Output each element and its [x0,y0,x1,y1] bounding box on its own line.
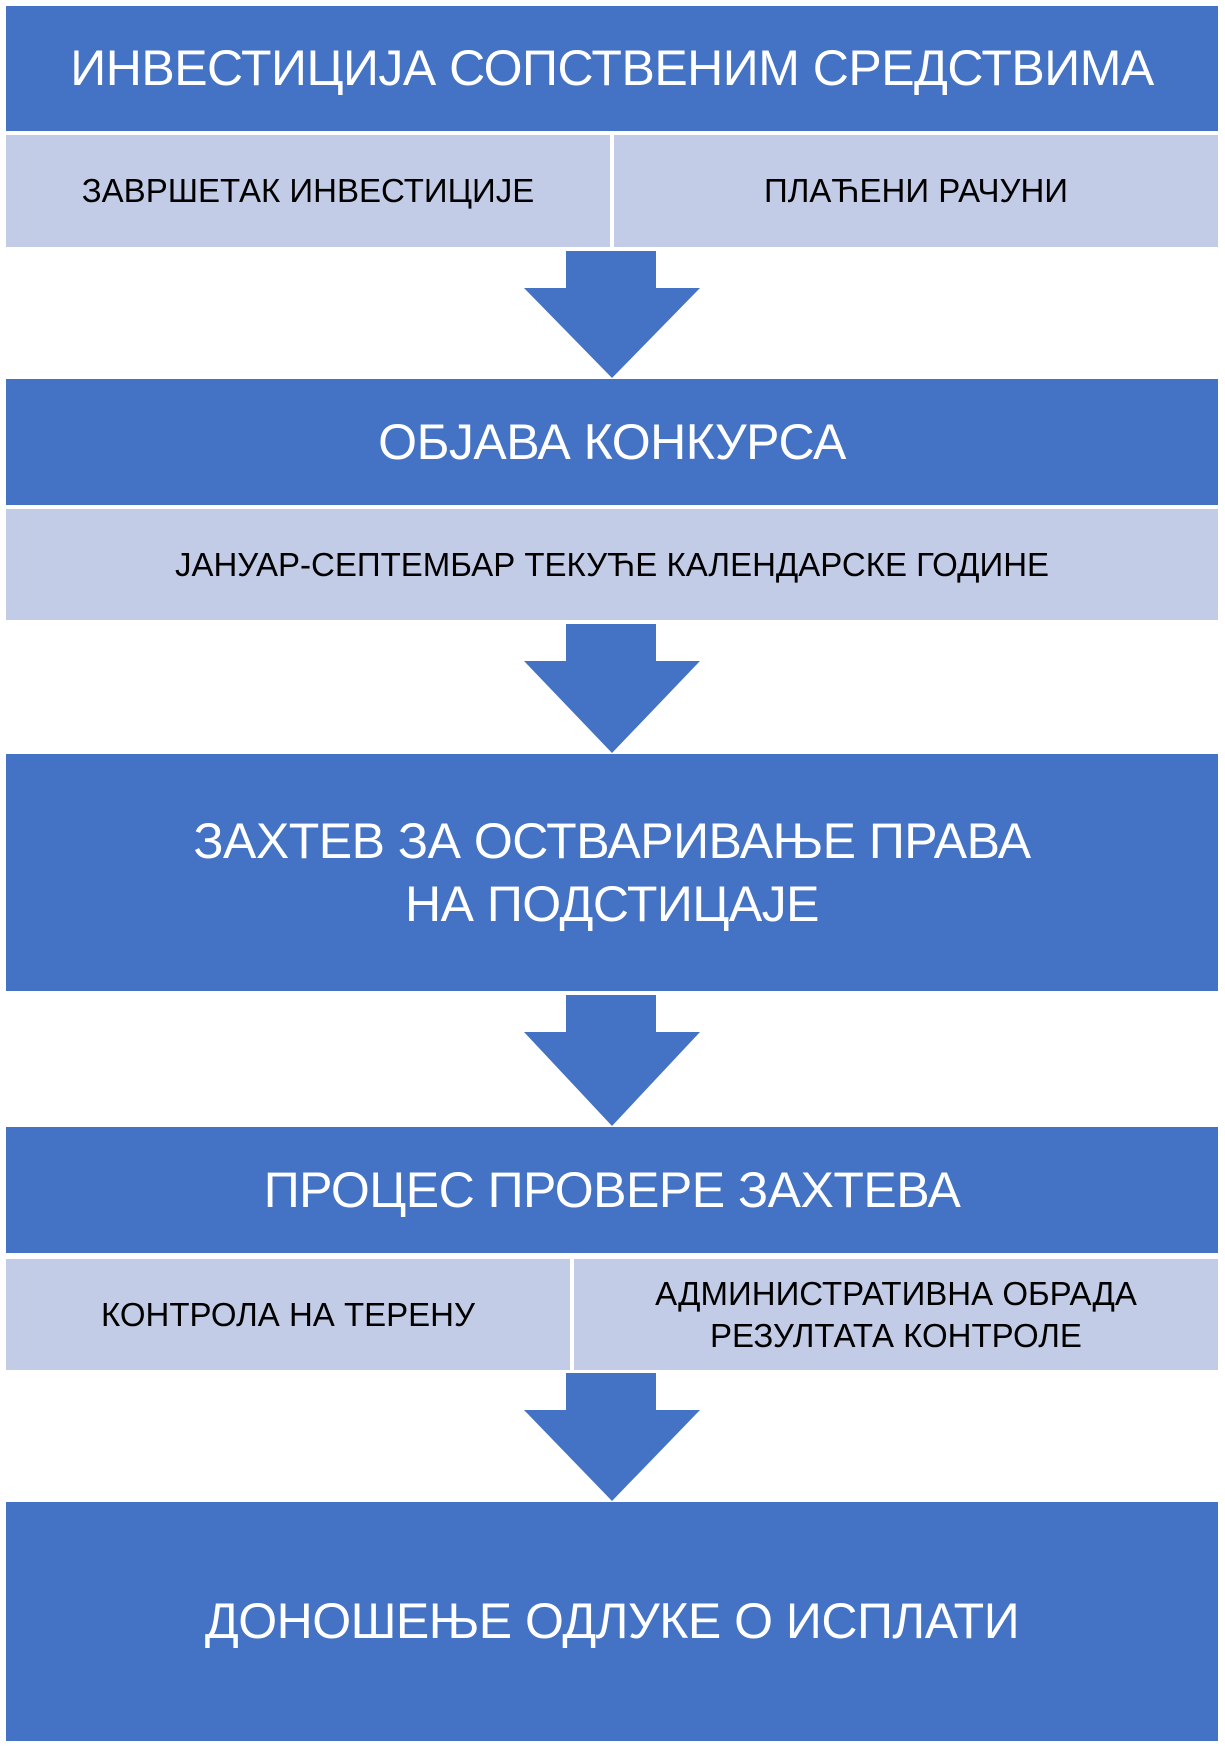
step-3-title: ЗАХТЕВ ЗА ОСТВАРИВАЊЕ ПРАВА НА ПОДСТИЦАЈ… [193,813,1031,932]
step-4-title: ПРОЦЕС ПРОВЕРЕ ЗАХТЕВА [263,1161,961,1218]
step-2-header: ОБЈАВА КОНКУРСА [6,379,1218,505]
down-arrow-icon [524,995,700,1126]
step-4-detail-1: КОНТРОЛА НА ТЕРЕНУ [6,1259,570,1370]
step-4-details: КОНТРОЛА НА ТЕРЕНУ АДМИНИСТРАТИВНА ОБРАД… [6,1259,1218,1370]
step-4-detail-2: АДМИНИСТРАТИВНА ОБРАДА РЕЗУЛТАТА КОНТРОЛ… [574,1259,1218,1370]
step-4-header: ПРОЦЕС ПРОВЕРЕ ЗАХТЕВА [6,1127,1218,1253]
step-2-title: ОБЈАВА КОНКУРСА [378,413,846,470]
step-1-details: ЗАВРШЕТАК ИНВЕСТИЦИЈЕ ПЛАЋЕНИ РАЧУНИ [6,135,1218,247]
step-1-detail-1: ЗАВРШЕТАК ИНВЕСТИЦИЈЕ [6,135,610,247]
step-2-details: ЈАНУАР-СЕПТЕМБАР ТЕКУЋЕ КАЛЕНДАРСКЕ ГОДИ… [6,509,1218,620]
down-arrow-icon [524,251,700,378]
step-1-title: ИНВЕСТИЦИЈА СОПСТВЕНИМ СРЕДСТВИМА [70,40,1154,97]
step-3-header: ЗАХТЕВ ЗА ОСТВАРИВАЊЕ ПРАВА НА ПОДСТИЦАЈ… [6,754,1218,991]
step-2-detail-1: ЈАНУАР-СЕПТЕМБАР ТЕКУЋЕ КАЛЕНДАРСКЕ ГОДИ… [6,509,1218,620]
down-arrow-icon [524,1373,700,1501]
step-1-detail-2: ПЛАЋЕНИ РАЧУНИ [614,135,1218,247]
step-1-header: ИНВЕСТИЦИЈА СОПСТВЕНИМ СРЕДСТВИМА [6,6,1218,131]
step-5-header: ДОНОШЕЊЕ ОДЛУКЕ О ИСПЛАТИ [6,1502,1218,1741]
step-5-title: ДОНОШЕЊЕ ОДЛУКЕ О ИСПЛАТИ [204,1593,1020,1650]
down-arrow-icon [524,624,700,753]
